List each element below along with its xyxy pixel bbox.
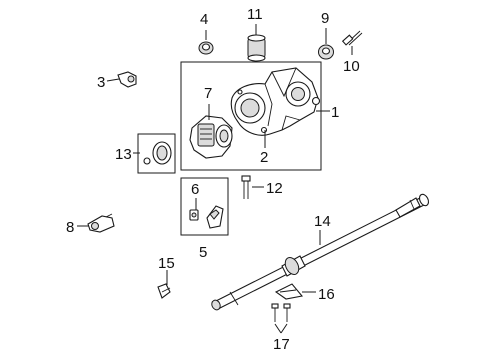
callout-3: 3 bbox=[97, 74, 105, 91]
callout-6: 6 bbox=[191, 181, 199, 198]
callout-16: 16 bbox=[318, 286, 335, 303]
part-17-bolts bbox=[271, 303, 291, 322]
callout-8: 8 bbox=[66, 219, 74, 236]
part-8-sensor bbox=[87, 213, 115, 233]
callout-11: 11 bbox=[247, 6, 263, 23]
part-15-bracket bbox=[157, 283, 171, 299]
callout-15: 15 bbox=[158, 255, 175, 272]
part-10-bolt bbox=[341, 30, 363, 46]
assembly-1-frame bbox=[180, 61, 322, 171]
part-9-bushing bbox=[318, 44, 334, 60]
leader-17b bbox=[280, 323, 288, 334]
part-11-mount-bushing bbox=[247, 34, 266, 62]
callout-17: 17 bbox=[273, 336, 290, 353]
callout-9: 9 bbox=[321, 10, 329, 27]
callout-7: 7 bbox=[204, 85, 212, 102]
callout-13: 13 bbox=[115, 146, 132, 163]
part-13-seal bbox=[143, 141, 172, 165]
part-5-frame bbox=[180, 177, 229, 236]
callout-5: 5 bbox=[199, 244, 207, 261]
callout-4: 4 bbox=[200, 11, 208, 28]
part-12-bolt bbox=[241, 175, 251, 199]
part-6-sensor bbox=[189, 209, 199, 221]
part-14-drive-shaft bbox=[211, 193, 430, 311]
part-7-shift-motor bbox=[189, 115, 233, 159]
leader-3 bbox=[106, 78, 120, 82]
part-3-sensor bbox=[117, 71, 137, 88]
callout-10: 10 bbox=[343, 58, 360, 75]
part-5-bracket bbox=[206, 205, 224, 229]
callout-2: 2 bbox=[260, 149, 268, 166]
part-4-bushing bbox=[198, 41, 214, 55]
leader-17a bbox=[274, 323, 282, 334]
part-16-heat-shield bbox=[274, 283, 304, 300]
part-1-transfer-case-housing bbox=[230, 67, 321, 136]
callout-1: 1 bbox=[331, 104, 339, 121]
callout-12: 12 bbox=[266, 180, 283, 197]
callout-14: 14 bbox=[314, 213, 331, 230]
